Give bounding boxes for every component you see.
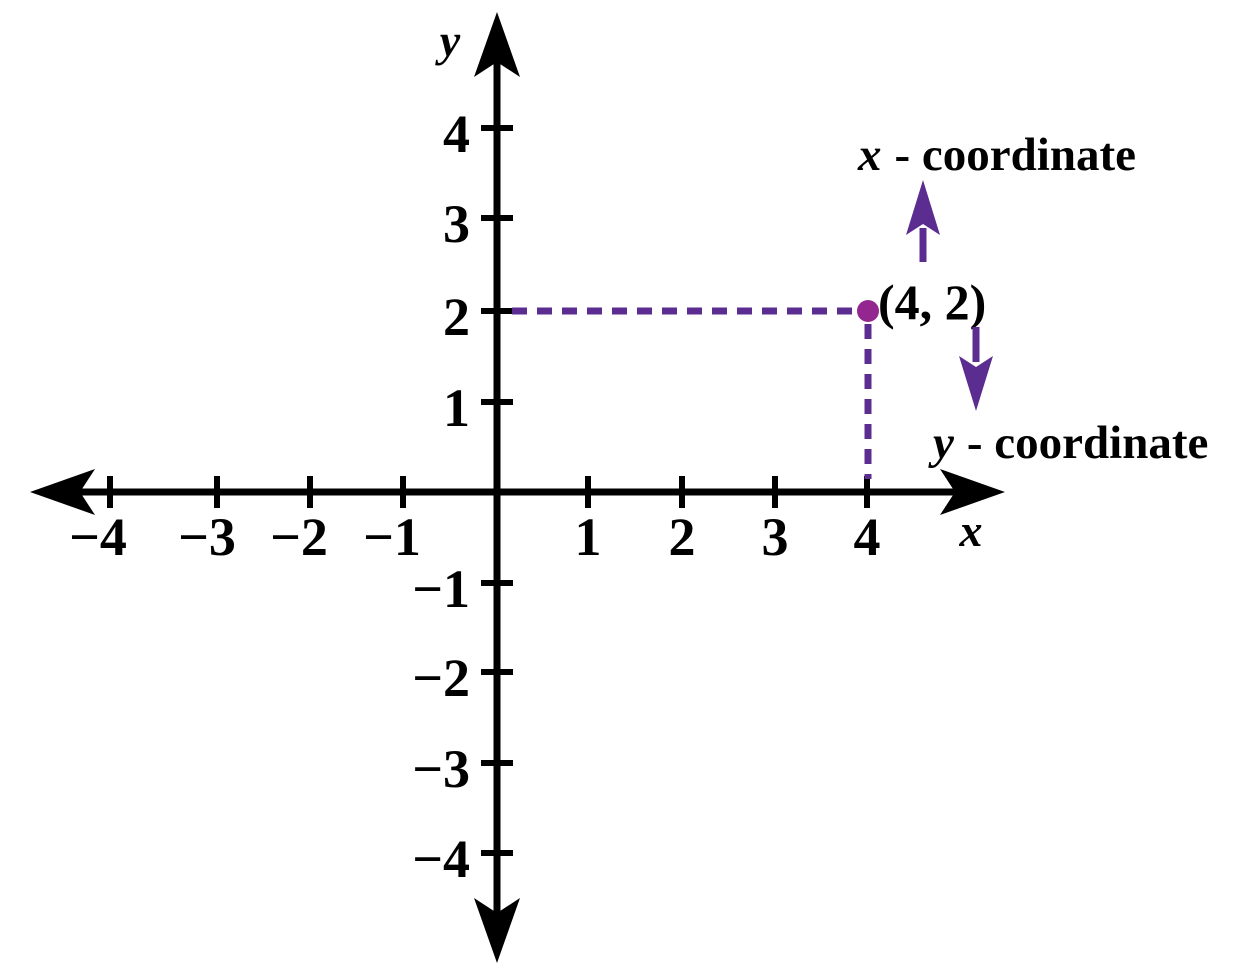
x-axis-left-arrowhead-icon [30, 469, 95, 515]
y-axis-ticks [481, 125, 513, 856]
y-coordinate-callout: y- coordinate [928, 417, 1208, 469]
y-coordinate-arrow [959, 327, 993, 411]
x-tick-label-neg3: −3 [178, 507, 236, 567]
y-axis-letter: y [435, 15, 461, 66]
axes: x y [30, 12, 1005, 963]
x-coordinate-callout: x- coordinate [857, 129, 1136, 181]
y-tick-label-neg3: −3 [412, 739, 470, 799]
y-coordinate-letter: y [928, 417, 954, 469]
dashed-guides [512, 307, 872, 479]
y-axis-tick-labels: 4 3 2 1 −1 −2 −3 −4 [412, 104, 470, 889]
x-tick-label-neg4: −4 [69, 507, 127, 567]
plotted-point [857, 300, 879, 322]
x-axis-tick-labels: −4 −3 −2 −1 1 2 3 4 [69, 507, 880, 567]
x-coordinate-arrow [906, 180, 940, 262]
y-tick-label-2: 2 [443, 287, 470, 347]
up-arrow-icon [906, 180, 940, 235]
x-tick-label-1: 1 [575, 507, 602, 567]
x-axis-letter: x [959, 505, 983, 556]
y-tick-label-4: 4 [443, 104, 470, 164]
x-tick-label-neg1: −1 [363, 507, 421, 567]
x-axis-right-arrowhead-icon [940, 469, 1005, 515]
y-axis-bottom-arrowhead-icon [474, 898, 520, 963]
y-axis-top-arrowhead-icon [474, 12, 520, 77]
down-arrow-icon [959, 356, 993, 411]
x-coordinate-rest: - coordinate [895, 129, 1136, 181]
point-label: (4, 2) [878, 274, 986, 330]
y-tick-label-neg4: −4 [412, 829, 470, 889]
x-tick-label-4: 4 [854, 507, 881, 567]
x-axis-ticks [107, 476, 870, 508]
x-tick-label-neg2: −2 [270, 507, 328, 567]
x-tick-label-3: 3 [762, 507, 789, 567]
y-tick-label-3: 3 [443, 194, 470, 254]
x-tick-label-2: 2 [669, 507, 696, 567]
y-tick-label-neg2: −2 [412, 648, 470, 708]
y-tick-label-1: 1 [443, 378, 470, 438]
x-coordinate-letter: x [857, 129, 882, 181]
y-coordinate-rest: - coordinate [967, 417, 1208, 469]
y-tick-label-neg1: −1 [412, 559, 470, 619]
